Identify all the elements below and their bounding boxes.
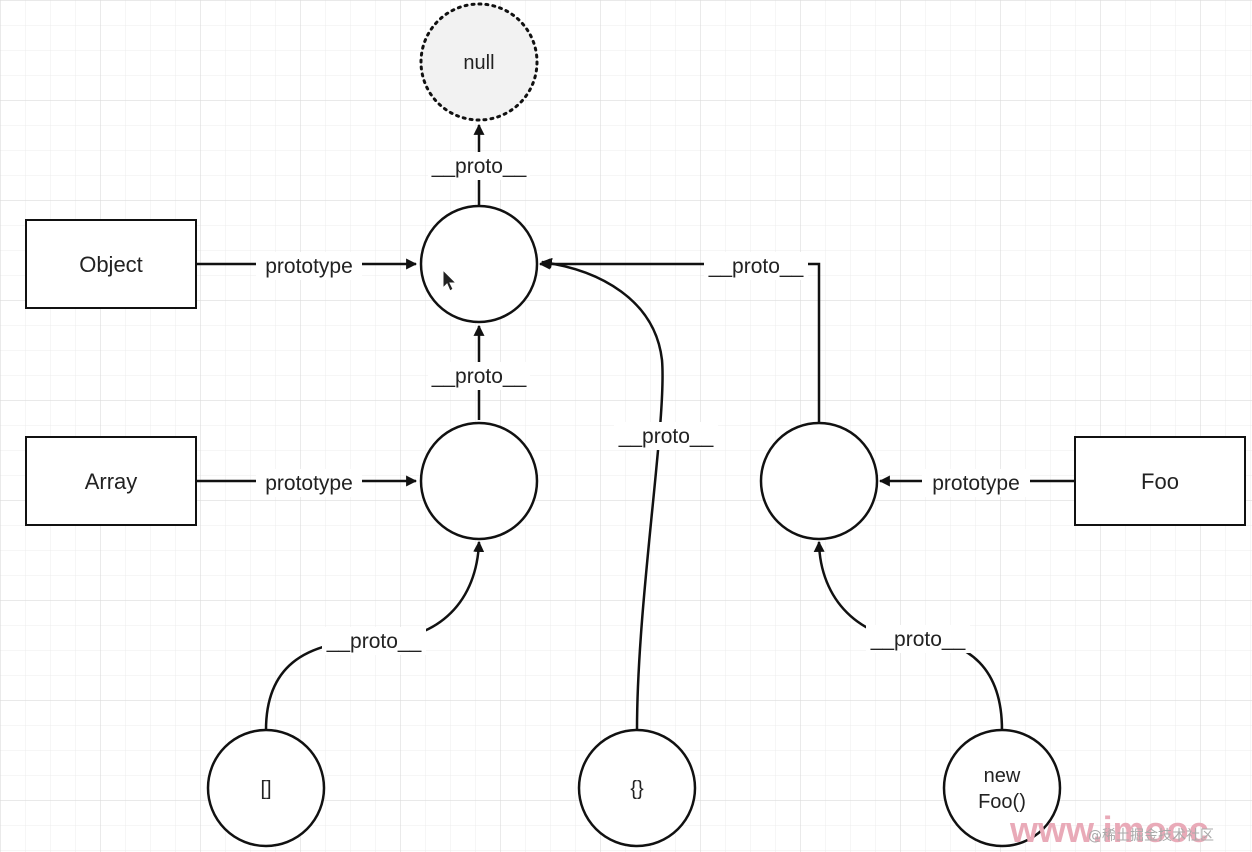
object-constructor-label: Object [79, 252, 143, 277]
label-foo-prototype: prototype [932, 472, 1020, 495]
label-foo-proto-to-object: __proto__ [708, 255, 804, 278]
object-constructor-box [25, 219, 197, 309]
object-prototype-node [419, 204, 539, 324]
edge-object-literal-proto [540, 257, 664, 731]
null-node [419, 2, 539, 122]
new-foo-label-line1: new [984, 765, 1021, 787]
foo-constructor-label: Foo [1141, 469, 1179, 494]
label-array-literal-proto: __proto__ [326, 630, 422, 653]
label-bg [866, 625, 970, 653]
label-bg [704, 252, 808, 280]
array-constructor-box [25, 436, 197, 526]
new-foo-node [942, 728, 1062, 848]
array-prototype-node [419, 421, 539, 541]
new-foo-label-line2: Foo() [978, 791, 1026, 813]
label-bg [256, 252, 362, 280]
label-bg [614, 422, 718, 450]
array-literal-node [206, 728, 326, 848]
label-bg [256, 469, 362, 497]
label-bg [428, 152, 530, 180]
watermark-site: www.imooc [1009, 809, 1209, 850]
label-array-proto-to-object: __proto__ [431, 365, 527, 388]
object-literal-node [577, 728, 697, 848]
label-object-prototype: prototype [265, 255, 353, 278]
foo-prototype-node [759, 421, 879, 541]
label-array-prototype: prototype [265, 472, 353, 495]
label-bg [922, 469, 1030, 497]
array-constructor-label: Array [85, 469, 138, 494]
edge-foo-proto-to-object [538, 258, 821, 423]
mouse-cursor-icon [442, 268, 458, 292]
label-bg [322, 627, 426, 655]
watermark-note: @稀土掘金技术社区 [1088, 828, 1214, 844]
label-object-literal-proto: __proto__ [618, 425, 714, 448]
label-proto-to-null: __proto__ [431, 155, 527, 178]
object-literal-label: {} [630, 778, 644, 800]
array-literal-label: [] [260, 778, 271, 800]
label-bg [428, 362, 530, 390]
foo-constructor-box [1074, 436, 1246, 526]
null-node-label: null [463, 52, 494, 74]
label-new-foo-proto: __proto__ [870, 628, 966, 651]
